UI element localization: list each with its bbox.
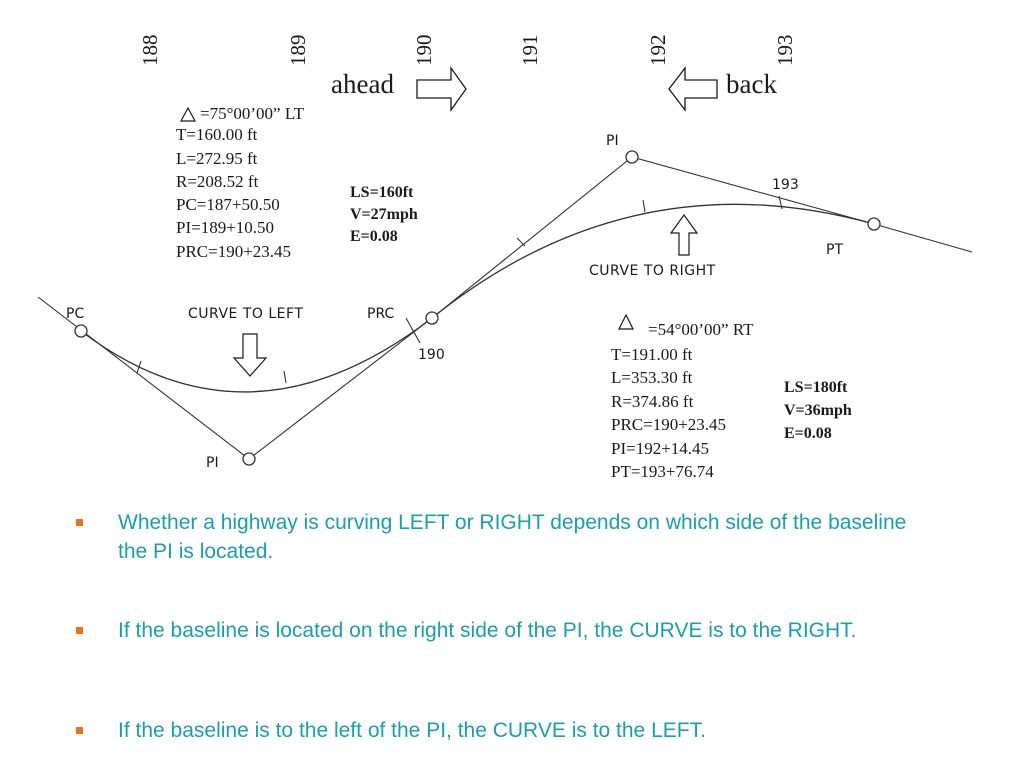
- curve-right-label: CURVE TO RIGHT: [589, 263, 716, 279]
- station-190: 190: [412, 35, 436, 67]
- curve2-pt: PT=193+76.74: [611, 462, 714, 481]
- tick-mark-193: [778, 195, 783, 210]
- pc-label: PC: [66, 306, 84, 322]
- ahead-arrow-icon: [416, 65, 467, 113]
- curve1-e: E=0.08: [350, 228, 398, 245]
- bullet-marker-icon: [76, 627, 83, 634]
- bullet-item: If the baseline is located on the right …: [76, 616, 857, 645]
- right-curve: [431, 203, 875, 319]
- curve2-pi: PI=192+14.45: [611, 439, 709, 458]
- baseline-extension-right: [873, 223, 973, 253]
- bullet-text: If the baseline is located on the right …: [118, 619, 857, 642]
- curve2-e: E=0.08: [784, 425, 832, 442]
- bullet-marker-icon: [76, 727, 83, 734]
- tick-mark: [283, 370, 287, 384]
- curve-left-label: CURVE TO LEFT: [188, 306, 303, 322]
- station-190-label: 190: [418, 347, 445, 363]
- bullet-text: If the baseline is to the left of the PI…: [118, 719, 706, 742]
- left-curve: [80, 317, 433, 393]
- curve1-delta: =75°00’00” LT: [200, 104, 305, 123]
- curve2-length: L=353.30 ft: [611, 368, 693, 387]
- bullet-text: Whether a highway is curving LEFT or RIG…: [118, 511, 907, 563]
- curve1-v: V=27mph: [350, 206, 418, 223]
- prc-label: PRC: [367, 306, 394, 322]
- pc-point-icon: [74, 324, 88, 338]
- curve1-pc: PC=187+50.50: [176, 195, 280, 214]
- alignment-diagram: 188 189 190 191 192 193 ahead back =75°0…: [37, 35, 973, 481]
- back-arrow-icon: [668, 66, 718, 112]
- curve2-delta: =54°00’00” RT: [648, 320, 754, 339]
- station-191: 191: [518, 35, 542, 67]
- bullet-item: If the baseline is to the left of the PI…: [76, 716, 706, 745]
- down-arrow-icon: [232, 333, 268, 377]
- station-193: 193: [773, 35, 797, 67]
- bullet-item: Whether a highway is curving LEFT or RIG…: [76, 508, 926, 566]
- baseline: [37, 156, 875, 460]
- pi-right-label: PI: [606, 133, 619, 149]
- curve1-pi: PI=189+10.50: [176, 218, 274, 237]
- curve1-radius: R=208.52 ft: [176, 172, 259, 191]
- station-188: 188: [138, 35, 162, 67]
- curve2-radius: R=374.86 ft: [611, 392, 694, 411]
- tick-mark: [516, 237, 526, 247]
- station-192: 192: [646, 35, 670, 67]
- pi-left-label: PI: [206, 455, 219, 471]
- curve1-tangent: T=160.00 ft: [176, 125, 258, 144]
- tick-mark-190: [405, 317, 421, 344]
- curve2-tangent: T=191.00 ft: [611, 345, 693, 364]
- curve2-ls: LS=180ft: [784, 379, 848, 396]
- curve1-length: L=272.95 ft: [176, 149, 258, 168]
- delta-icon: [179, 106, 197, 122]
- delta-icon: [618, 313, 634, 330]
- pt-point-icon: [867, 217, 881, 231]
- curve2-prc: PRC=190+23.45: [611, 415, 726, 434]
- bullet-marker-icon: [76, 519, 83, 526]
- ahead-label: ahead: [331, 69, 394, 99]
- station-193-label: 193: [772, 177, 799, 193]
- tick-mark: [136, 360, 142, 374]
- pi-right-point-icon: [625, 150, 639, 164]
- station-189: 189: [286, 35, 310, 67]
- curve2-v: V=36mph: [784, 402, 852, 419]
- prc-point-icon: [425, 311, 439, 325]
- tick-mark: [642, 199, 646, 213]
- curve1-prc: PRC=190+23.45: [176, 242, 291, 261]
- curve1-ls: LS=160ft: [350, 184, 414, 201]
- back-label: back: [726, 69, 777, 99]
- up-arrow-icon: [669, 213, 699, 256]
- pi-left-point-icon: [242, 452, 256, 466]
- pt-label: PT: [826, 242, 843, 258]
